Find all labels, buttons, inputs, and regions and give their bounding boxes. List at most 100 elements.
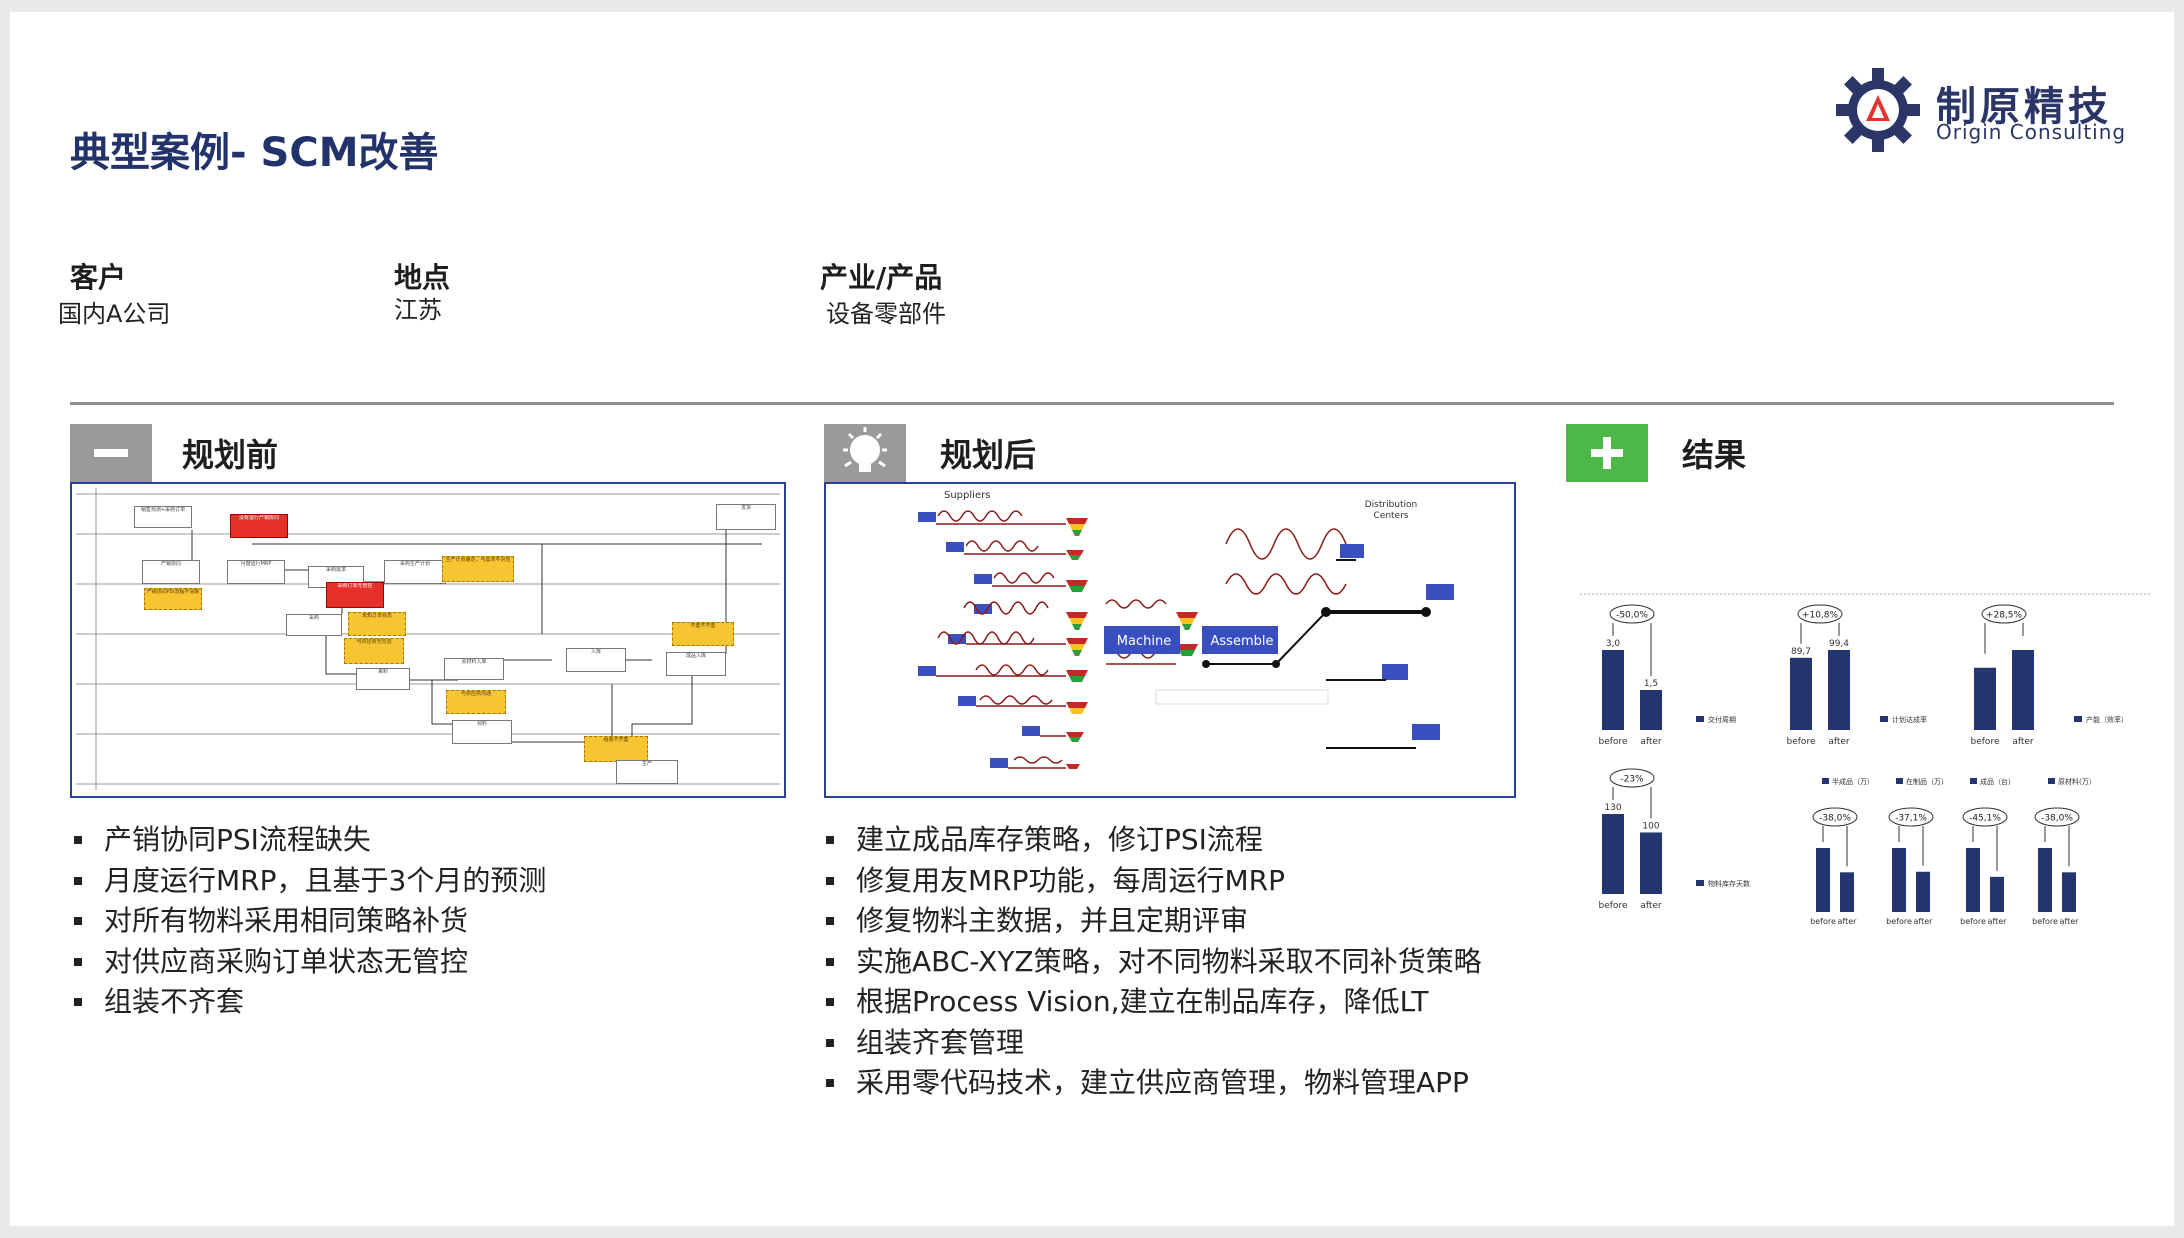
- result-bar: [1990, 876, 2004, 912]
- bar-category-label: after: [1988, 917, 2008, 926]
- bar-value-label: 99,4: [1829, 639, 1849, 649]
- bar-category-label: before: [1599, 901, 1628, 911]
- legend-swatch: [1696, 880, 1704, 886]
- result-bar: [1974, 667, 1996, 730]
- legend-swatch: [1696, 716, 1704, 722]
- result-bar: [1828, 650, 1850, 730]
- bar-category-label: after: [1828, 737, 1850, 747]
- after-bullet-list: 建立成品库存策略，修订PSI流程 修复用友MRP功能，每周运行MRP 修复物料主…: [822, 820, 1482, 1104]
- result-bar: [1640, 690, 1662, 730]
- industry-label: 产业/产品: [820, 261, 943, 294]
- result-bar: [1840, 872, 1854, 912]
- change-badge: [2034, 807, 2080, 827]
- before-bullet: 产销协同PSI流程缺失: [70, 820, 546, 861]
- change-badge: [1609, 604, 1655, 624]
- legend-label: 物料库存天数: [1708, 879, 1750, 888]
- result-bar: [1966, 848, 1980, 912]
- change-badge: [1609, 768, 1655, 788]
- change-badge: [1962, 807, 2008, 827]
- legend-label: 产能（效率）: [2086, 715, 2128, 724]
- bar-value-label: 1,5: [1644, 679, 1658, 689]
- result-bar: [1602, 650, 1624, 730]
- legend-swatch: [2074, 716, 2082, 722]
- results-charts: 3,0 before 1,5 after -50,0% 交付周期 89,7 before 99,…: [1580, 582, 2150, 942]
- change-label: +10,8%: [1802, 611, 1839, 621]
- result-bar: [2038, 848, 2052, 912]
- legend-swatch: [1896, 778, 1903, 784]
- gear-logo-icon: [1836, 68, 1920, 152]
- legend-label: 交付周期: [1708, 715, 1736, 724]
- results-chart-svg: 3,0 before 1,5 after -50,0% 交付周期 89,7 before 99,…: [1580, 593, 2150, 926]
- bar-category-label: after: [2060, 917, 2080, 926]
- client-label: 客户: [70, 261, 127, 294]
- result-bar: [1602, 814, 1624, 894]
- company-logo: 制原精技 Origin Consulting: [1832, 60, 2162, 160]
- bar-category-label: after: [1914, 917, 1934, 926]
- before-bullet: 月度运行MRP，且基于3个月的预测: [70, 861, 546, 902]
- distribution-centers-label: Distribution Centers: [1364, 500, 1418, 521]
- minus-icon: [70, 424, 152, 482]
- change-badge: [1981, 604, 2027, 624]
- bar-category-label: before: [1599, 737, 1628, 747]
- before-bullet: 对供应商采购订单状态无管控: [70, 942, 546, 983]
- legend-swatch: [1822, 778, 1829, 784]
- after-bullet: 组装齐套管理: [822, 1023, 1482, 1064]
- after-bullet: 修复用友MRP功能，每周运行MRP: [822, 861, 1482, 902]
- bar-value-label: 100: [1642, 821, 1659, 831]
- section-divider: [70, 402, 2114, 405]
- after-section-title: 规划后: [940, 436, 1037, 474]
- industry-value: 设备零部件: [826, 300, 946, 328]
- slide: 典型案例- SCM改善 制原精技 Origin Consulting 客户 国内…: [10, 12, 2174, 1226]
- assemble-label: Assemble: [1210, 634, 1274, 649]
- result-bar: [1790, 657, 1812, 730]
- location-value: 江苏: [394, 296, 442, 324]
- bar-value-label: 89,7: [1791, 647, 1811, 657]
- after-bullet: 采用零代码技术，建立供应商管理，物料管理APP: [822, 1063, 1482, 1104]
- after-bullet: 实施ABC-XYZ策略，对不同物料采取不同补货策略: [822, 942, 1482, 983]
- result-bar: [2062, 872, 2076, 912]
- result-bar: [2012, 650, 2034, 730]
- bar-category-label: before: [2032, 917, 2058, 926]
- before-flowchart: 销售预测+采购订单 没有运行产销协同 产销协同 月度运行MRP 产销协同PSI流…: [70, 482, 786, 798]
- bar-category-label: after: [1640, 737, 1662, 747]
- after-bullet: 修复物料主数据，并且定期评审: [822, 901, 1482, 942]
- after-bullet: 建立成品库存策略，修订PSI流程: [822, 820, 1482, 861]
- process-vision-diagram: Suppliers Machine Assemble Distribution …: [824, 482, 1516, 798]
- after-bullet: 根据Process Vision,建立在制品库存，降低LT: [822, 982, 1482, 1023]
- bar-category-label: before: [1971, 737, 2000, 747]
- change-badge: [1888, 807, 1934, 827]
- change-label: +28,5%: [1986, 611, 2023, 621]
- legend-label: 成品（台）: [1980, 777, 2015, 786]
- before-section-title: 规划前: [182, 436, 279, 474]
- logo-name-en: Origin Consulting: [1936, 120, 2127, 144]
- suppliers-label: Suppliers: [944, 490, 991, 501]
- change-badge: [1797, 604, 1843, 624]
- result-bar: [1916, 871, 1930, 912]
- bar-category-label: before: [1787, 737, 1816, 747]
- before-bullet-list: 产销协同PSI流程缺失 月度运行MRP，且基于3个月的预测 对所有物料采用相同策…: [70, 820, 546, 1023]
- legend-label: 原材料(万）: [2058, 777, 2096, 786]
- client-value: 国内A公司: [58, 300, 171, 328]
- before-bullet: 组装不齐套: [70, 982, 546, 1023]
- change-label: -38,0%: [2041, 814, 2073, 824]
- legend-swatch: [1880, 716, 1888, 722]
- result-section-title: 结果: [1682, 436, 1747, 474]
- bar-category-label: after: [2012, 737, 2034, 747]
- legend-swatch: [1970, 778, 1977, 784]
- change-label: -37,1%: [1895, 814, 1927, 824]
- machine-label: Machine: [1116, 634, 1172, 649]
- legend-label: 半成品（万）: [1832, 777, 1874, 786]
- result-bar: [1640, 832, 1662, 894]
- page-title: 典型案例- SCM改善: [70, 130, 439, 176]
- result-bar: [1892, 848, 1906, 912]
- change-label: -50,0%: [1616, 611, 1648, 621]
- result-bar: [1816, 848, 1830, 912]
- change-badge: [1812, 807, 1858, 827]
- plus-icon: [1566, 424, 1648, 482]
- location-label: 地点: [394, 261, 451, 294]
- lightbulb-icon: [824, 424, 906, 482]
- bar-category-label: after: [1838, 917, 1858, 926]
- bar-category-label: before: [1886, 917, 1912, 926]
- bar-value-label: 3,0: [1606, 639, 1621, 649]
- before-bullet: 对所有物料采用相同策略补货: [70, 901, 546, 942]
